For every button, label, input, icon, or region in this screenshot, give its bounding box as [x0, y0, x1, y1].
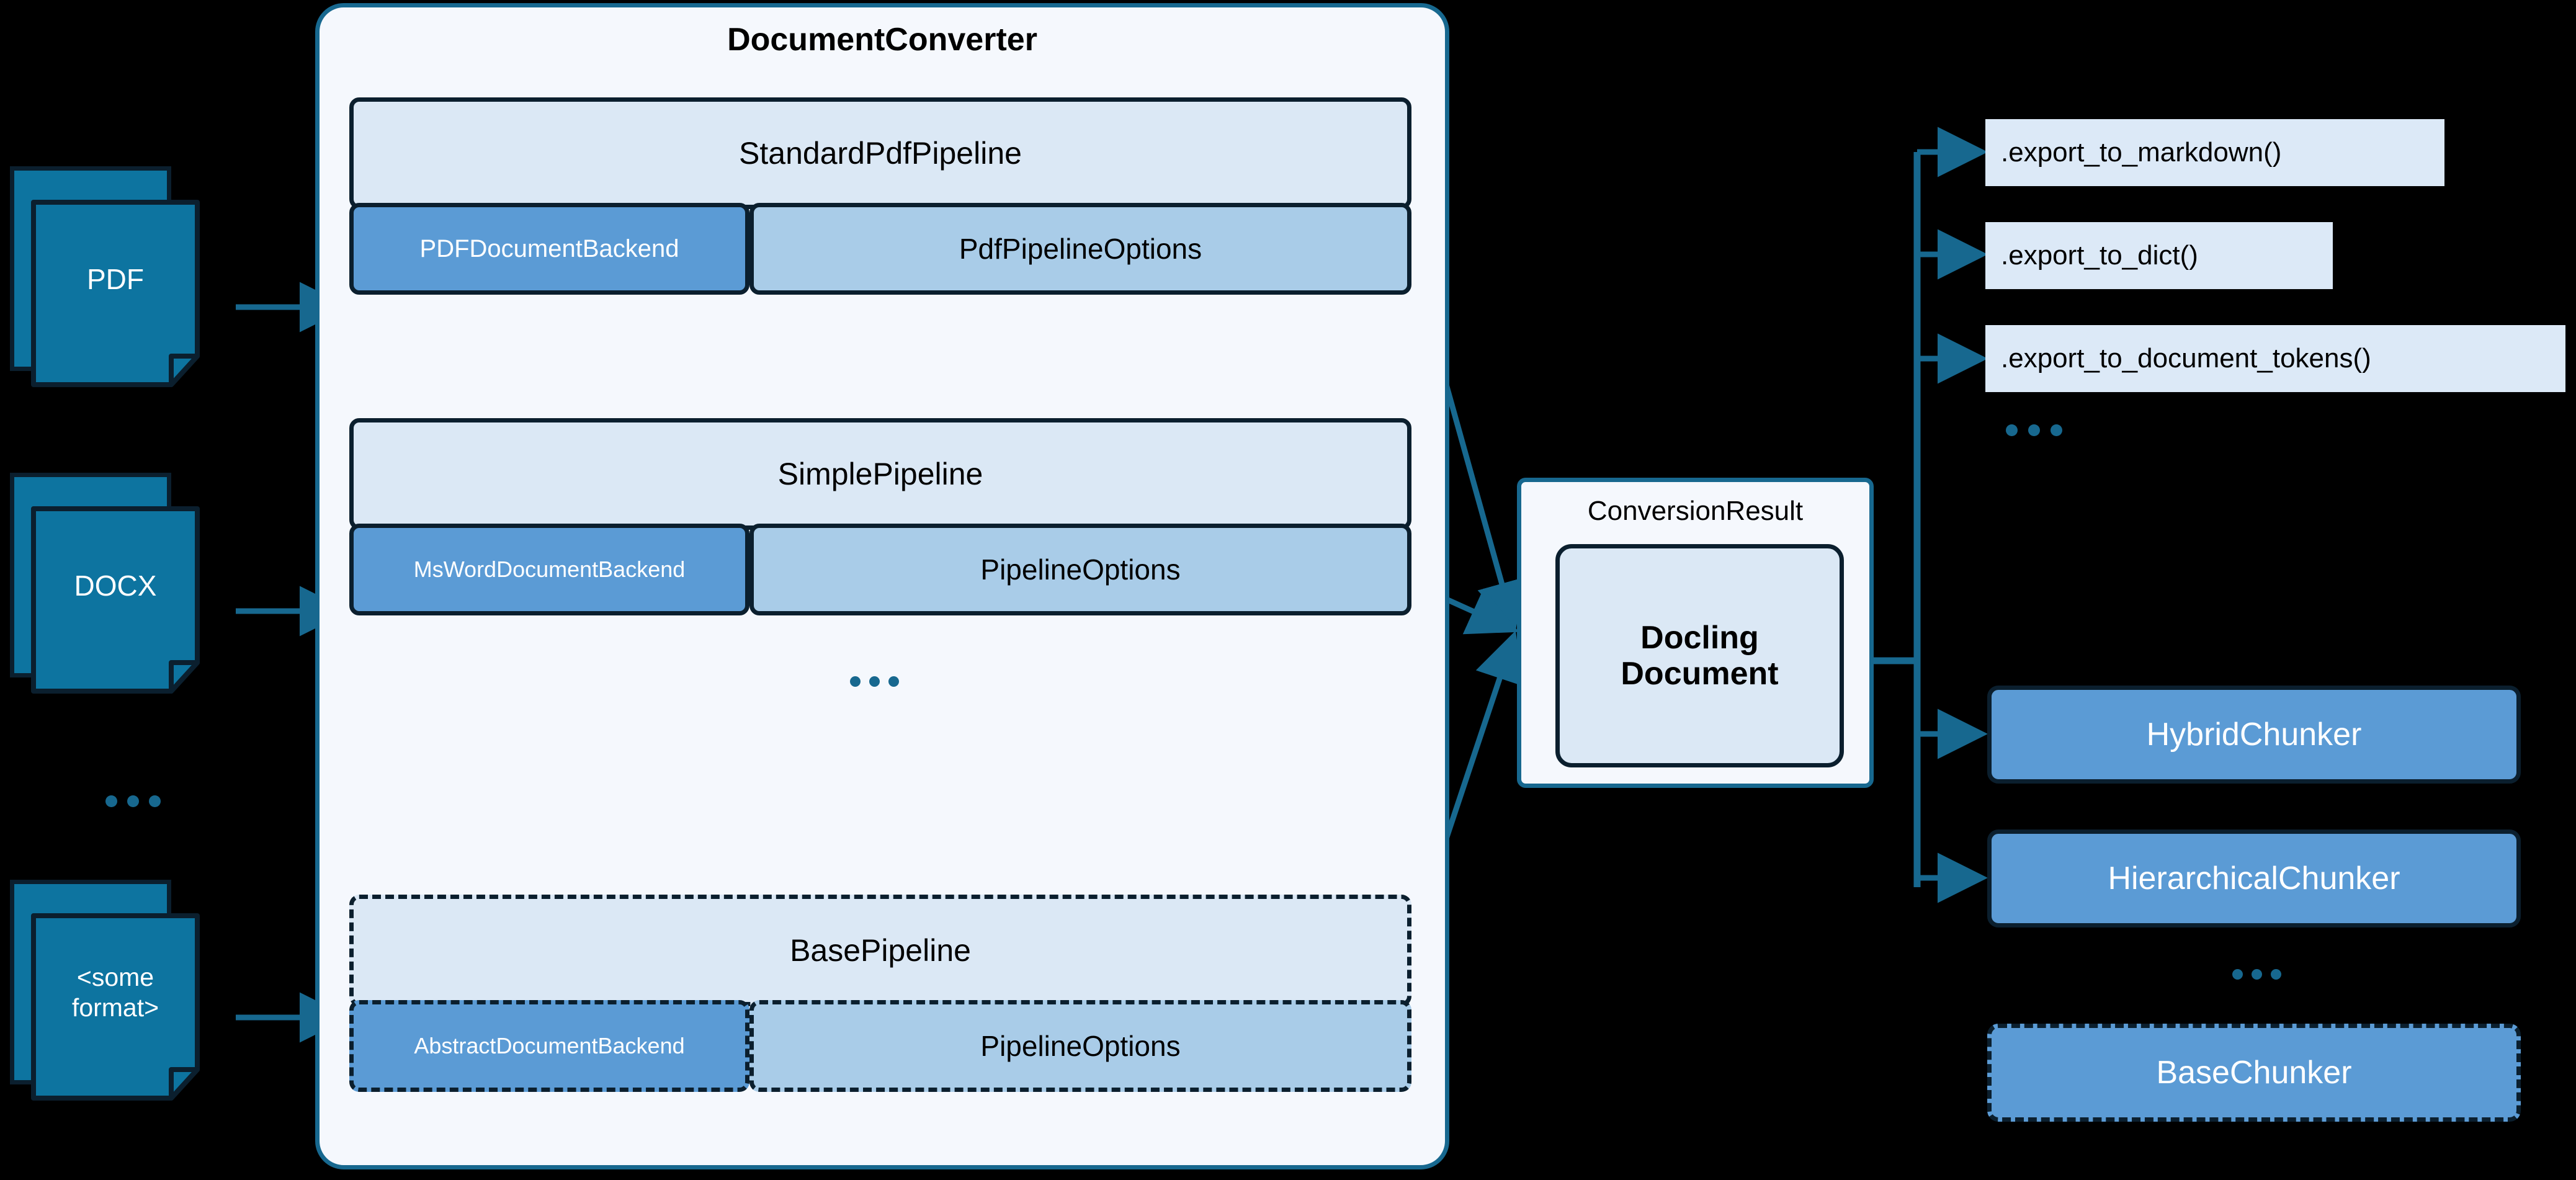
input-document-some-format[interactable]: <some format>	[5, 880, 235, 1128]
input-document-docx[interactable]: DOCX	[5, 473, 235, 715]
chevron-banner-icon	[1985, 325, 2565, 392]
chevron-banner-icon	[1985, 119, 2444, 186]
chunker-hybridchunker[interactable]: HybridChunker	[1987, 686, 2521, 784]
input-document-label: <some format>	[34, 916, 197, 1070]
pipeline-backend-pdfdocumentbackend[interactable]: PDFDocumentBackend	[349, 203, 749, 295]
input-ellipsis	[105, 795, 161, 807]
export-chip-markdown[interactable]: .export_to_markdown()	[1985, 119, 2444, 186]
pipeline-options-pipelineoptions[interactable]: PipelineOptions	[749, 524, 1411, 615]
document-converter-title: DocumentConverter	[727, 22, 1037, 58]
chunker-basechunker[interactable]: BaseChunker	[1987, 1024, 2521, 1122]
document-front-sheet-icon	[31, 200, 200, 387]
input-document-pdf[interactable]: PDF	[5, 166, 235, 408]
input-document-label: PDF	[87, 263, 144, 295]
export-ellipsis	[2006, 424, 2062, 436]
conversion-result-title: ConversionResult	[1587, 496, 1804, 526]
document-front-sheet-icon	[31, 913, 200, 1101]
export-chip-label: .export_to_document_tokens()	[2001, 343, 2371, 373]
export-chip-dict[interactable]: .export_to_dict()	[1985, 222, 2333, 289]
pipeline-backend-msworddocumentbackend[interactable]: MsWordDocumentBackend	[349, 524, 749, 615]
export-chip-label: .export_to_dict()	[2001, 240, 2198, 270]
docling-document-line1: Docling	[1640, 619, 1759, 656]
input-document-label: DOCX	[74, 570, 157, 602]
export-chip-label: .export_to_markdown()	[2001, 137, 2282, 168]
docling-document-line2: Document	[1621, 656, 1779, 692]
pipeline-header-standardpdfpipeline[interactable]: StandardPdfPipeline	[349, 97, 1411, 209]
conversion-result-panel: ConversionResult Docling Document	[1517, 478, 1874, 788]
docling-document-box[interactable]: Docling Document	[1555, 544, 1844, 767]
document-converter-panel: DocumentConverter StandardPdfPipeline PD…	[315, 3, 1449, 1169]
document-front-sheet-icon	[31, 506, 200, 694]
chevron-banner-icon	[1985, 222, 2333, 289]
pipeline-header-basepipeline[interactable]: BasePipeline	[349, 895, 1411, 1006]
pipeline-ellipsis	[850, 676, 899, 687]
pipeline-options-pdfpipelineoptions[interactable]: PdfPipelineOptions	[749, 203, 1411, 295]
pipeline-backend-abstractdocumentbackend[interactable]: AbstractDocumentBackend	[349, 1000, 749, 1092]
chunker-hierarchicalchunker[interactable]: HierarchicalChunker	[1987, 829, 2521, 927]
input-document-label-line1: <some	[76, 962, 154, 991]
export-chip-document-tokens[interactable]: .export_to_document_tokens()	[1985, 325, 2565, 392]
pipeline-options-pipelineoptions-abstract[interactable]: PipelineOptions	[749, 1000, 1411, 1092]
chunker-ellipsis	[2232, 969, 2281, 980]
pipeline-header-simplepipeline[interactable]: SimplePipeline	[349, 418, 1411, 530]
result-branch-connectors	[1917, 127, 1988, 903]
input-document-label-line2: format>	[71, 993, 159, 1022]
